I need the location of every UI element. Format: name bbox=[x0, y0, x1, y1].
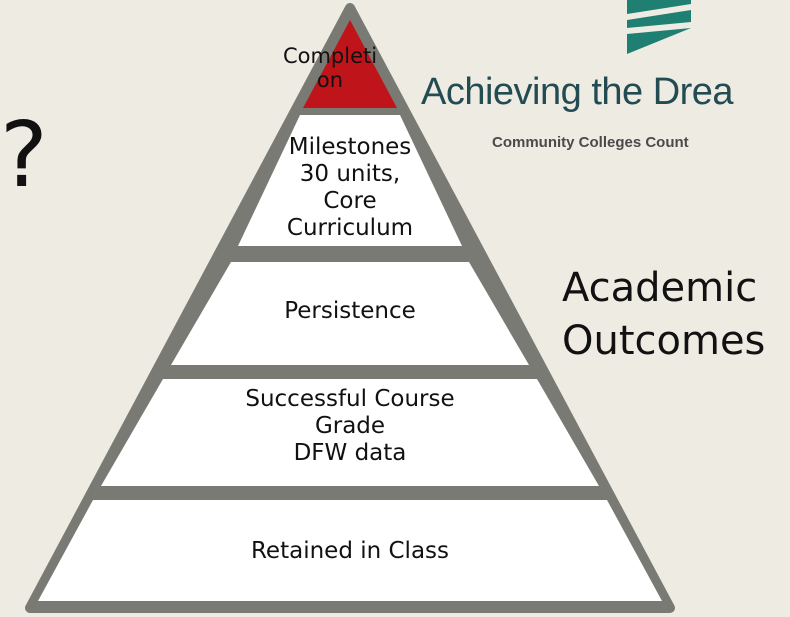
level-text-line: Milestones bbox=[288, 134, 412, 160]
level-text-line: Core bbox=[323, 188, 377, 214]
level-text-line: on bbox=[316, 68, 344, 92]
level-label-successful-course: Successful Course Grade DFW data bbox=[190, 386, 510, 467]
level-text-line: Completi bbox=[282, 44, 378, 68]
pyramid-level-retained bbox=[38, 500, 662, 601]
level-text-line: 30 units, bbox=[299, 161, 401, 187]
pyramid-level-persistence bbox=[171, 262, 529, 365]
side-label-academic-outcomes: Academic Outcomes bbox=[562, 262, 765, 368]
level-text-line: Grade bbox=[314, 413, 386, 439]
pyramid-level-successful-course bbox=[101, 379, 599, 486]
level-text-line: Persistence bbox=[284, 298, 416, 324]
logo-chevron-icon bbox=[627, 0, 691, 54]
level-label-retained: Retained in Class bbox=[190, 538, 510, 565]
level-text-line: Successful Course bbox=[245, 386, 455, 412]
question-mark: ? bbox=[0, 103, 48, 208]
pyramid-level-completion bbox=[303, 20, 397, 108]
logo-subtitle: Community Colleges Count bbox=[492, 134, 689, 151]
side-label-line: Outcomes bbox=[562, 318, 766, 364]
pyramid-level-milestones bbox=[238, 115, 462, 246]
logo-title: Achieving the Drea bbox=[421, 71, 734, 113]
level-text-line: Curriculum bbox=[286, 215, 414, 241]
level-text-line: DFW data bbox=[293, 440, 407, 466]
level-label-persistence: Persistence bbox=[200, 298, 500, 325]
side-label-line: Academic bbox=[562, 265, 758, 311]
level-label-completion: Completi on bbox=[280, 44, 380, 92]
level-text-line: Retained in Class bbox=[250, 538, 450, 564]
level-label-milestones: Milestones 30 units, Core Curriculum bbox=[250, 134, 450, 246]
